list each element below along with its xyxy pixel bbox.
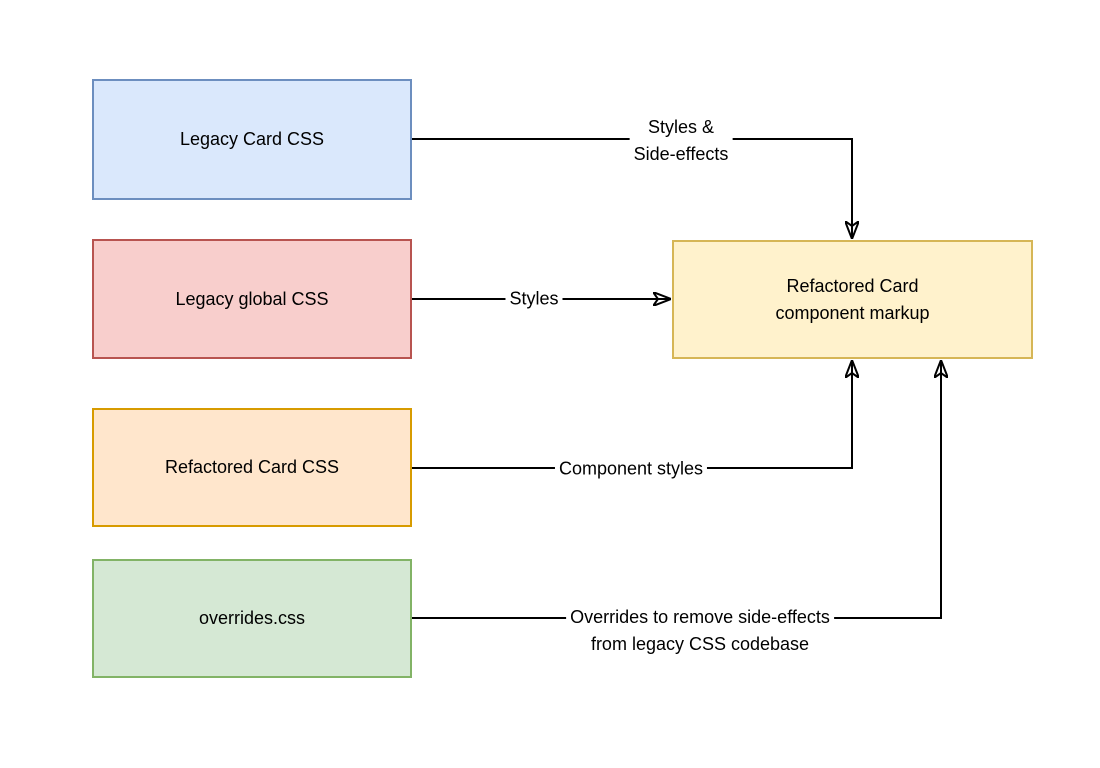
node-legacy-global-css: Legacy global CSS	[92, 239, 412, 359]
edge-refactored-css-to-markup-arrow	[412, 361, 852, 469]
edge-overrides-to-markup-arrow	[412, 361, 941, 619]
node-legacy-card-css: Legacy Card CSS	[92, 79, 412, 200]
node-refactored-card-css: Refactored Card CSS	[92, 408, 412, 527]
edge-label-styles: Styles	[505, 285, 563, 313]
node-overrides-css: overrides.css	[92, 559, 412, 678]
node-refactored-card-markup: Refactored Card component markup	[672, 240, 1033, 359]
edge-label-styles-side-effects: Styles & Side-effects	[629, 114, 733, 168]
node-overrides-css-label: overrides.css	[198, 608, 306, 629]
node-refactored-card-markup-label: Refactored Card component markup	[775, 276, 930, 323]
edge-legacy-card-to-markup-arrow	[411, 138, 852, 238]
edge-label-component-styles: Component styles	[554, 455, 708, 483]
node-refactored-card-css-label: Refactored Card CSS	[164, 457, 340, 478]
node-legacy-card-css-label: Legacy Card CSS	[179, 129, 325, 150]
node-legacy-global-css-label: Legacy global CSS	[175, 288, 329, 309]
edge-label-overrides: Overrides to remove side-effects from le…	[566, 604, 834, 658]
